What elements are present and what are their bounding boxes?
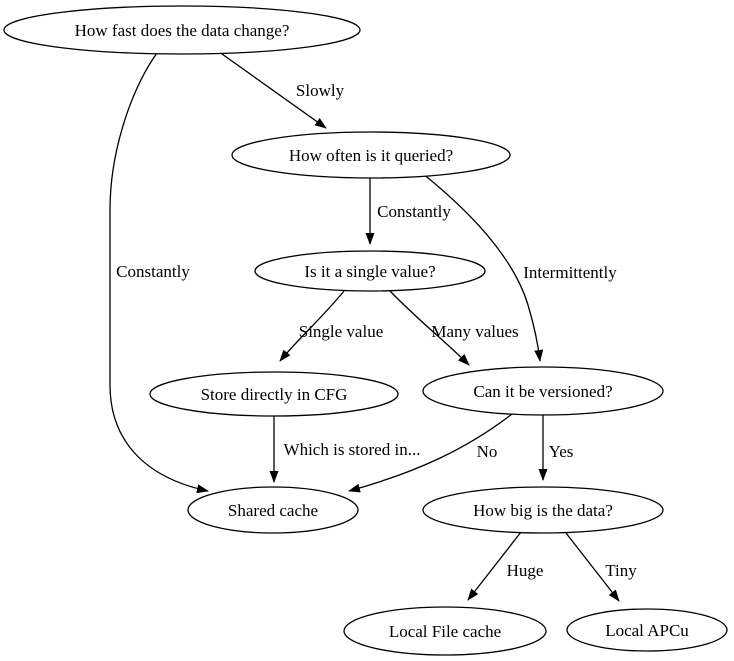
node-how-fast-shape: [3, 5, 361, 55]
node-shared-cache: Shared cache: [187, 486, 359, 534]
edge-label-tiny: Tiny: [605, 561, 637, 580]
node-versioned: Can it be versioned?: [422, 366, 664, 416]
node-how-fast-label: How fast does the data change?: [75, 21, 290, 40]
edge-howoften-versioned: Intermittently: [421, 172, 617, 362]
node-versioned-shape: [422, 366, 664, 416]
edge-singlevalue-versioned: Many values: [389, 290, 519, 366]
node-how-often: How often is it queried?: [231, 131, 511, 179]
edge-line-huge: [467, 531, 522, 601]
edge-singlevalue-storecfg: Single value: [279, 290, 384, 362]
node-single-value: Is it a single value?: [254, 250, 486, 292]
node-local-file-shape: [343, 606, 547, 656]
edge-line-single-value: [279, 290, 345, 362]
node-how-often-shape: [231, 131, 511, 179]
edge-label-intermittently: Intermittently: [523, 263, 617, 282]
node-local-file: Local File cache: [343, 606, 547, 656]
node-versioned-label: Can it be versioned?: [473, 382, 612, 401]
edge-line-tiny: [565, 532, 620, 602]
edge-label-no: No: [477, 442, 498, 461]
edge-line-many-values: [389, 290, 470, 366]
edge-howbig-localfile: Huge: [467, 531, 544, 601]
node-local-apcu-label: Local APCu: [605, 621, 689, 640]
node-how-often-label: How often is it queried?: [289, 146, 453, 165]
edge-howfast-howoften: Slowly: [221, 53, 345, 129]
edge-label-constantly-left: Constantly: [116, 262, 190, 281]
edge-storecfg-sharedcache: Which is stored in...: [269, 416, 421, 483]
edge-line-intermittently: [421, 172, 544, 362]
node-single-value-label: Is it a single value?: [304, 262, 435, 281]
edge-label-slowly: Slowly: [296, 81, 345, 100]
edge-versioned-sharedcache: No: [348, 413, 513, 493]
node-how-big-label: How big is the data?: [473, 501, 613, 520]
edge-label-constantly-mid: Constantly: [377, 202, 451, 221]
edge-label-which-stored: Which is stored in...: [284, 440, 421, 459]
node-how-big-shape: [422, 486, 664, 534]
node-how-fast: How fast does the data change?: [3, 5, 361, 55]
node-store-cfg-shape: [149, 371, 399, 417]
node-shared-cache-label: Shared cache: [228, 501, 318, 520]
edge-howoften-singlevalue: Constantly: [365, 178, 451, 245]
edge-label-many-values: Many values: [431, 322, 518, 341]
edge-label-huge: Huge: [507, 561, 544, 580]
node-store-cfg-label: Store directly in CFG: [201, 385, 348, 404]
edge-line-constantly-left: [109, 52, 209, 494]
node-local-apcu-shape: [566, 608, 728, 652]
node-how-big: How big is the data?: [422, 486, 664, 534]
node-single-value-shape: [254, 250, 486, 292]
node-store-cfg: Store directly in CFG: [149, 371, 399, 417]
node-local-file-label: Local File cache: [389, 622, 501, 641]
edge-line-no: [348, 413, 513, 493]
edge-label-yes: Yes: [549, 442, 574, 461]
node-local-apcu: Local APCu: [566, 608, 728, 652]
edge-line-slowly: [221, 53, 327, 129]
edge-label-single-value: Single value: [299, 322, 384, 341]
node-shared-cache-shape: [187, 486, 359, 534]
edge-versioned-howbig: Yes: [538, 415, 574, 481]
edge-howbig-localapcu: Tiny: [565, 532, 637, 602]
edge-howfast-sharedcache: Constantly: [109, 52, 209, 494]
